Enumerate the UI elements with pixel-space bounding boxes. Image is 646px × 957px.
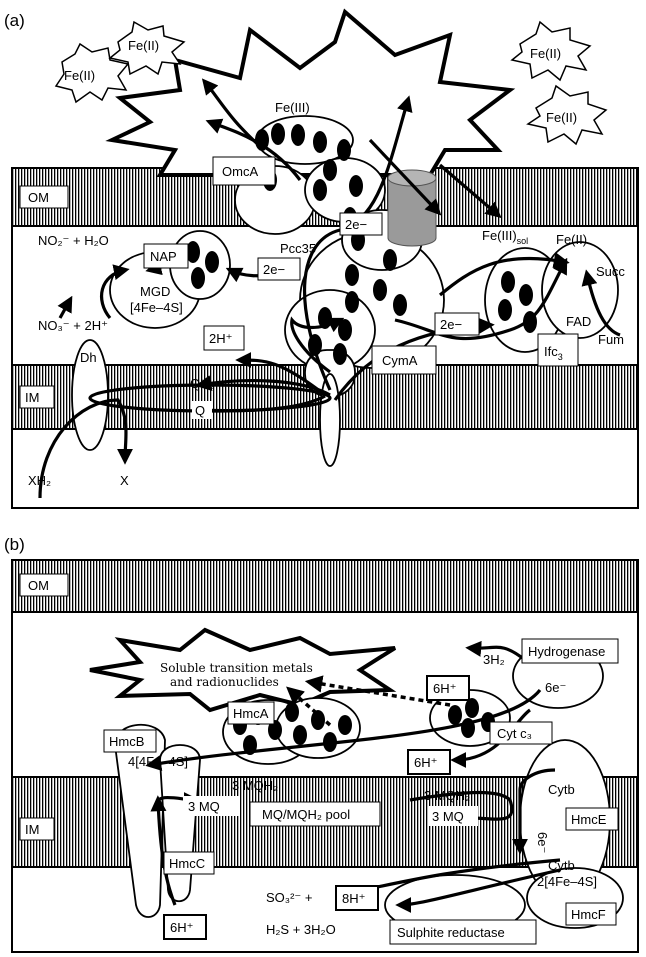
fe2-label-3: Fe(II) — [530, 46, 561, 61]
h6-bottom-label: 6H⁺ — [170, 920, 193, 935]
h6-mid-label: 6H⁺ — [414, 755, 437, 770]
e2-right-label: 2e− — [440, 317, 462, 332]
hmcb-label: HmcB — [109, 734, 144, 749]
fe2-label-2: Fe(II) — [128, 38, 159, 53]
e2-mid-label: 2e− — [263, 262, 285, 277]
dh-label: Dh — [80, 350, 97, 365]
h2-3-label: 3H₂ — [483, 652, 505, 667]
h6-top-label: 6H⁺ — [433, 681, 456, 696]
metals-label-2: and radionuclides — [170, 675, 279, 689]
fe3-label: Fe(III) — [275, 100, 310, 115]
cytb-bottom-label: Cytb — [548, 858, 575, 873]
fad-label: FAD — [566, 314, 591, 329]
panel-a: (a) Fe(II) Fe(II) Fe(II) Fe(II) Fe(III) — [4, 11, 638, 508]
so3-label: SO₃²⁻ + — [266, 890, 312, 905]
hmcc-label: HmcC — [169, 856, 205, 871]
sulphite-reductase-label: Sulphite reductase — [397, 925, 505, 940]
hmcf-label: HmcF — [571, 907, 606, 922]
fe2-label-4: Fe(II) — [546, 110, 577, 125]
cyt-c3-label: Cyt c₃ — [497, 726, 532, 741]
cytb-top-label: Cytb — [548, 782, 575, 797]
panel-b-label: (b) — [4, 535, 25, 554]
hydrogenase-label: Hydrogenase — [528, 644, 605, 659]
mqh2-left-label: 3 MQH₂ — [232, 778, 278, 793]
x-label: X — [120, 473, 129, 488]
omca-label: OmcA — [222, 164, 258, 179]
im-label-b: IM — [25, 822, 39, 837]
h8-label: 8H⁺ — [342, 891, 365, 906]
mq-left-label: 3 MQ — [188, 799, 220, 814]
e2-top-label: 2e− — [345, 217, 367, 232]
q-label: Q — [195, 403, 205, 418]
e6-top-label: 6e⁻ — [545, 680, 566, 695]
qh2-label: QH₂ — [190, 376, 215, 391]
panel-a-label: (a) — [4, 11, 25, 30]
hmca-label: HmcA — [233, 706, 269, 721]
fum-label: Fum — [598, 332, 624, 347]
mgd-label: MGD — [140, 284, 170, 299]
no3-label: NO₃⁻ + 2H⁺ — [38, 318, 108, 333]
im-label-a: IM — [25, 390, 39, 405]
h2s-label: H₂S + 3H₂O — [266, 922, 336, 937]
fe4s4-label: 4[4Fe–4S] — [128, 754, 188, 769]
porin-cylinder — [388, 178, 436, 246]
nap-label: NAP — [150, 249, 177, 264]
fe2-label-1: Fe(II) — [64, 68, 95, 83]
hmce-label: HmcE — [571, 812, 607, 827]
e6-vert-label: 6e⁻ — [535, 832, 550, 853]
succ-label: Succ — [596, 264, 625, 279]
xh2-label: XH₂ — [28, 473, 51, 488]
panel-b: (b) — [4, 535, 638, 952]
fe2-ifc-label: Fe(II) — [556, 232, 587, 247]
pool-label: MQ/MQH₂ pool — [262, 807, 350, 822]
cyma-label: CymA — [382, 353, 418, 368]
outer-membrane-b — [12, 560, 638, 612]
no2-label: NO₂⁻ + H₂O — [38, 233, 109, 248]
mq-right-label: 3 MQ — [432, 809, 464, 824]
mqh2-right-label: 3 MQH₂ — [424, 788, 470, 803]
pcc35-label: Pcc35 — [280, 241, 316, 256]
om-label-b: OM — [28, 578, 49, 593]
om-label-a: OM — [28, 190, 49, 205]
metals-label-1: Soluble transition metals — [160, 661, 313, 675]
h2-plus-label: 2H⁺ — [209, 331, 232, 346]
fe4s2-label: 2[4Fe–4S] — [537, 874, 597, 889]
fe4s-label: [4Fe–4S] — [130, 300, 183, 315]
